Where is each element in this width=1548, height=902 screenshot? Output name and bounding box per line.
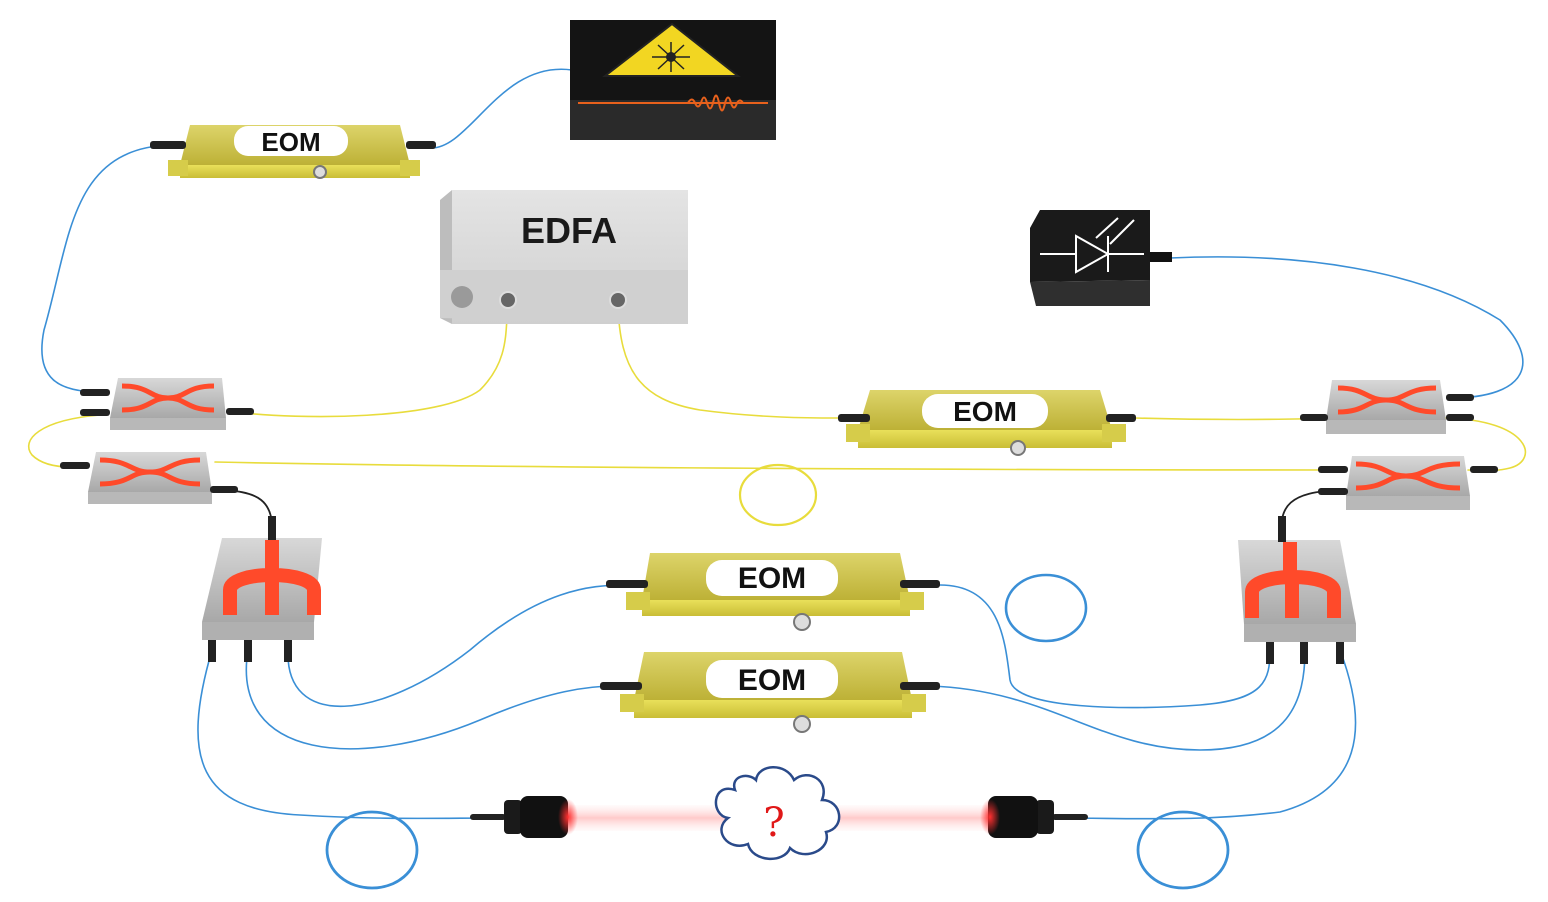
fiber-eom-to-coupler <box>41 144 169 393</box>
splitter-left <box>202 516 322 662</box>
coupler-right-lower <box>1318 456 1498 510</box>
fiber-split-to-collimator-left <box>197 649 501 820</box>
fiber-long-span <box>214 461 1331 471</box>
laser-source <box>570 20 776 140</box>
cloud-icon: ? <box>714 766 841 861</box>
eom-lower-upper: EOM <box>606 553 940 631</box>
eom-middle: EOM <box>838 390 1136 456</box>
eom-top: EOM <box>150 125 436 179</box>
edfa-label: EDFA <box>521 210 617 251</box>
fiber-split-to-eom-lower <box>245 649 616 750</box>
fiber-lead-left <box>211 489 274 541</box>
unknown-channel-label: ? <box>763 800 784 846</box>
photodiode-icon <box>1040 217 1144 274</box>
eom-lower-lower-label: EOM <box>738 664 806 697</box>
optical-pulse-icon <box>687 94 744 112</box>
fiber-coupler-to-edfa <box>234 304 509 418</box>
splitter-right <box>1238 516 1356 664</box>
collimator-right <box>980 796 1088 838</box>
photodetector <box>1030 210 1172 306</box>
fiber-eom-lower-to-right <box>929 649 1306 751</box>
fiber-coil-yellow <box>738 463 818 527</box>
fiber-split-to-collimator-right <box>1059 649 1357 820</box>
fiber-left-loop <box>27 414 101 468</box>
fiber-edfa-to-eom <box>617 304 839 419</box>
edfa-amplifier: EDFA <box>440 190 688 324</box>
laser-warning-icon <box>602 22 741 77</box>
eom-lower-lower: EOM <box>600 652 940 733</box>
fiber-lead-right <box>1280 489 1341 541</box>
eom-lower-upper-label: EOM <box>738 562 806 595</box>
eom-middle-label: EOM <box>953 396 1017 427</box>
collimator-left <box>470 796 578 838</box>
fiber-coil-blue-mid <box>1004 573 1088 643</box>
fiber-coil-blue-left <box>325 810 419 890</box>
fiber-eom-upper-to-right <box>939 584 1271 709</box>
coupler-left-upper <box>80 378 254 430</box>
coupler-right-upper <box>1300 380 1474 434</box>
fiber-photodiode-to-coupler <box>1169 256 1524 399</box>
eom-top-label: EOM <box>261 127 320 157</box>
fiber-laser-to-eom <box>429 68 573 149</box>
fiber-coil-blue-right <box>1136 810 1230 890</box>
coupler-left-lower <box>60 452 238 504</box>
fiber-split-to-eom-upper <box>287 584 626 708</box>
